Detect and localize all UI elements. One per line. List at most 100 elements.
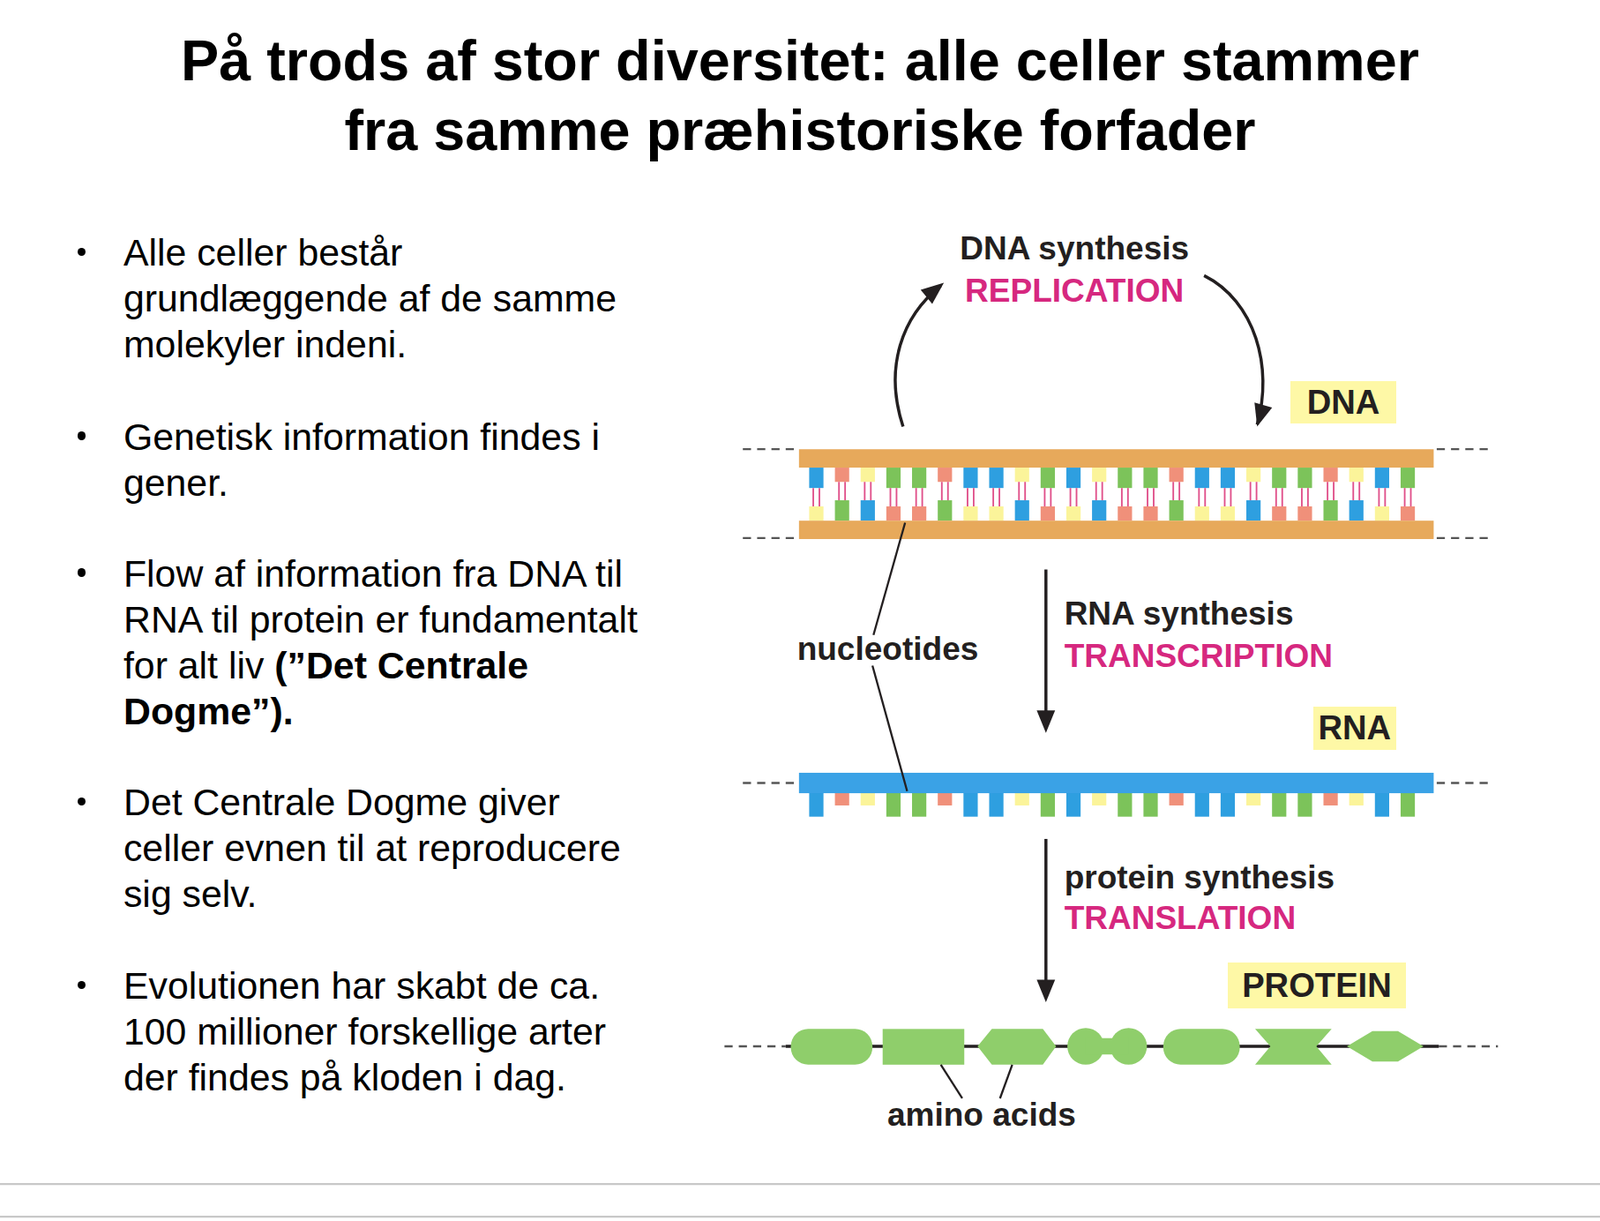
flow-arrow [895, 275, 1272, 427]
hydrogen-bond [1256, 481, 1258, 501]
dna-bases [808, 467, 1415, 521]
hydrogen-bond [1172, 481, 1174, 501]
hydrogen-bond [1410, 487, 1413, 507]
arrow-head [1036, 979, 1055, 1002]
flow-line [1044, 569, 1047, 724]
dna-base [1169, 500, 1184, 521]
hydrogen-bond [863, 481, 866, 501]
dash-line [742, 537, 796, 539]
dna-base [937, 467, 952, 482]
dna-base [1246, 467, 1261, 482]
dna-base [1143, 467, 1158, 488]
bullet-item: Evolutionen har skabt de ca. 100 million… [123, 962, 652, 1100]
hydrogen-bond [1383, 487, 1386, 507]
hydrogen-bond [818, 487, 821, 507]
hydrogen-bond [1049, 487, 1052, 507]
dna-base [886, 506, 901, 521]
dna-base [912, 506, 927, 521]
hydrogen-bond [1197, 487, 1200, 507]
rna-base [1117, 791, 1132, 817]
dna-base [1066, 506, 1081, 521]
amino-acid-shape [1255, 1028, 1332, 1064]
rna-base [1375, 791, 1390, 817]
arrow-head [1254, 402, 1272, 427]
molecule-tag: DNA [1290, 381, 1396, 425]
hydrogen-bond [1352, 481, 1354, 501]
bullet-dot [77, 247, 86, 256]
rna-base [1323, 791, 1338, 806]
process-name: TRANSLATION [1064, 898, 1297, 938]
process-name: REPLICATION [964, 271, 1184, 311]
leader-line [1000, 1064, 1013, 1099]
molecule-tag: RNA [1313, 706, 1397, 751]
dna-base [1091, 500, 1107, 521]
bullet-text: Det Centrale Dogme giver celler evnen ti… [123, 780, 621, 915]
hydrogen-bond [915, 487, 918, 507]
rna-bases [808, 791, 1415, 817]
hydrogen-bond [1358, 481, 1361, 501]
rna-base [963, 791, 978, 817]
leader-line [872, 665, 907, 791]
hydrogen-bond [1121, 487, 1123, 507]
dna-base [1375, 506, 1390, 521]
rna-base [1015, 791, 1030, 806]
molecule-band: DNA [799, 448, 1435, 539]
hydrogen-bond [947, 481, 950, 501]
dna-base [1349, 467, 1364, 482]
hydrogen-bond [1127, 487, 1129, 507]
rna-base [835, 791, 850, 806]
process-label: nucleotides [797, 629, 980, 669]
hydrogen-bond [844, 481, 846, 501]
dna-base [1271, 467, 1286, 488]
process-label: RNA synthesis [1064, 594, 1294, 634]
bullet-item: Flow af information fra DNA til RNA til … [123, 550, 652, 734]
flow-arrow [1036, 838, 1055, 1002]
rna-base [1143, 791, 1158, 817]
rna-base [912, 791, 927, 817]
dash-line [724, 1045, 786, 1047]
dash-line [742, 781, 796, 784]
hydrogen-bond [1152, 487, 1155, 507]
amino-acid-shape [882, 1028, 965, 1064]
bullet-item: Det Centrale Dogme giver celler evnen ti… [123, 778, 652, 917]
dna-base [860, 467, 875, 482]
dna-base [1040, 506, 1055, 521]
rna-base [1040, 791, 1055, 817]
bullet-item: Alle celler består grundlæggende af de s… [123, 229, 652, 367]
rna-base [1091, 791, 1107, 806]
hydrogen-bond [889, 487, 892, 507]
molecule-band: PROTEIN [791, 1025, 1435, 1067]
dna-base [1015, 500, 1030, 521]
rna-base [988, 791, 1003, 817]
dna-base [1220, 506, 1235, 521]
hydrogen-bond [941, 481, 943, 501]
dna-base [835, 500, 850, 521]
hydrogen-bond [1224, 487, 1227, 507]
bullet-text: Genetisk information findes i gener. [123, 415, 600, 504]
hydrogen-bond [992, 487, 995, 507]
dna-base [1246, 500, 1261, 521]
dna-base [1323, 500, 1338, 521]
rna-base [1297, 791, 1312, 817]
process-label: protein synthesis [1064, 858, 1335, 898]
flow-arrow [1036, 569, 1055, 733]
amino-acid-shape [1163, 1028, 1241, 1064]
rna-backbone [799, 772, 1435, 793]
hydrogen-bond [966, 487, 969, 507]
hydrogen-bond [837, 481, 840, 501]
dna-base [1400, 506, 1415, 521]
dash-line [1436, 781, 1490, 784]
dna-base [1323, 467, 1338, 482]
dashed-ends [724, 448, 1498, 1047]
process-name: TRANSCRIPTION [1064, 636, 1333, 676]
amino-acid-shape [791, 1028, 874, 1064]
dna-base [1040, 467, 1055, 488]
dna-base [860, 500, 875, 521]
arrow-head [1036, 710, 1055, 733]
amino-acids [791, 1027, 1424, 1065]
dna-base [1091, 467, 1107, 482]
molecule-tag: PROTEIN [1227, 962, 1406, 1009]
hydrogen-bond [921, 487, 924, 507]
rna-base [808, 791, 823, 817]
